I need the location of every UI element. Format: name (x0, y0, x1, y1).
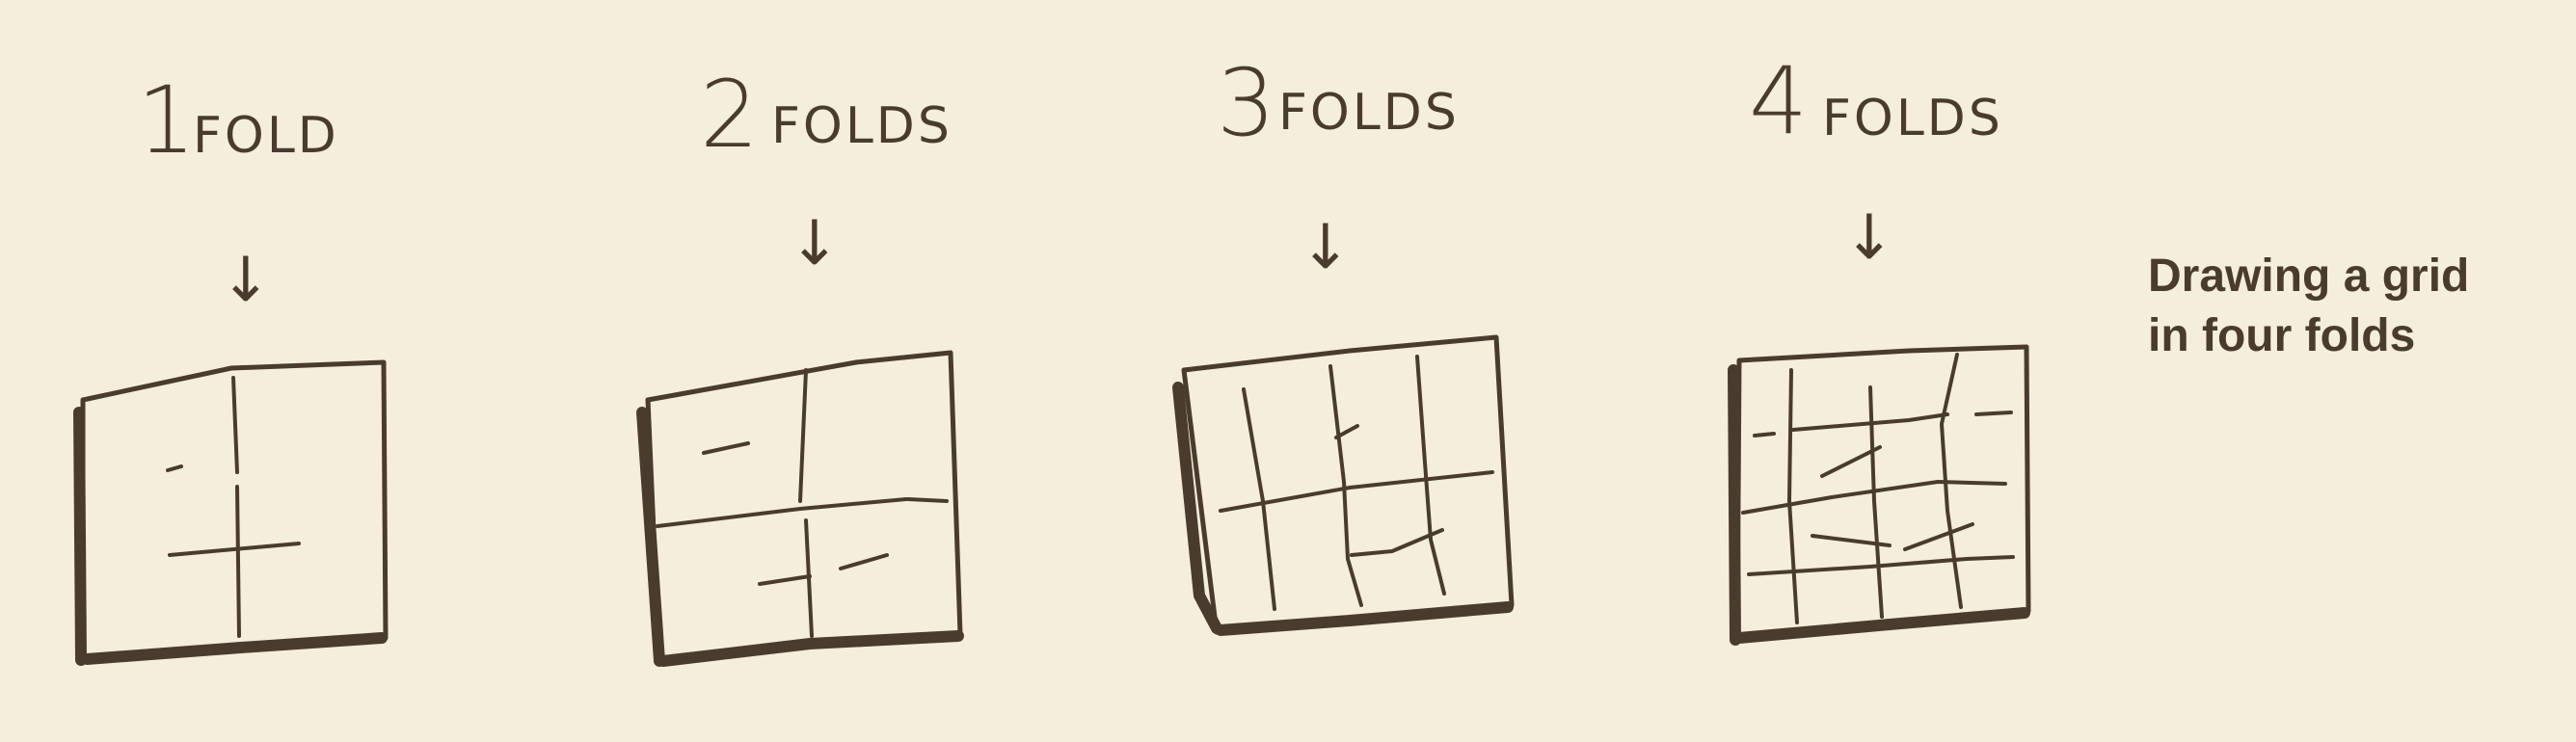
step-1-number: 1 (137, 66, 196, 174)
step-2-number: 2 (700, 61, 759, 169)
step-1-sheet-shadow-left (73, 407, 87, 666)
step-3: 3 FOLDS ↓ (1172, 49, 1515, 636)
step-4-fold-v2 (1868, 385, 1884, 619)
step-4-sheet (1728, 344, 2031, 646)
step-4-sheet-shadow-bottom (1733, 607, 2030, 644)
step-2-fold-horizontal (656, 497, 949, 528)
step-1-fold-horizontal (168, 542, 301, 557)
step-3-mark-2 (1350, 528, 1444, 557)
caption-line-2: in four folds (2148, 310, 2416, 361)
step-1-mark (166, 464, 183, 472)
step-1-fold-vertical (231, 376, 241, 638)
step-2-sheet-shadow-bottom (657, 630, 964, 667)
step-2-label: FOLDS (771, 97, 953, 155)
step-3-fold-v2 (1328, 364, 1363, 607)
step-4-label: FOLDS (1822, 90, 2003, 147)
step-4-fold-h1 (1753, 411, 2013, 437)
step-2-fold-vertical (798, 368, 814, 638)
step-2: 2 FOLDS ↓ (636, 61, 964, 667)
step-4-fold-v1 (1787, 368, 1799, 624)
step-3-fold-v1 (1242, 387, 1276, 611)
step-1-sheet (73, 359, 389, 666)
step-4-arrow-icon: ↓ (1843, 202, 1895, 274)
step-3-number: 3 (1217, 49, 1275, 157)
step-4-fold-h3 (1747, 555, 2015, 576)
step-3-sheet-shadow-left (1172, 382, 1222, 634)
step-3-sheet-outline (1181, 334, 1515, 635)
step-3-fold-v3 (1415, 355, 1446, 596)
step-4-mark-2 (1811, 522, 1974, 551)
step-4-fold-h2 (1741, 480, 2007, 515)
step-2-mark-1 (702, 441, 750, 455)
step-3-sheet (1172, 334, 1515, 636)
step-3-arrow-icon: ↓ (1300, 212, 1352, 283)
step-3-label: FOLDS (1278, 84, 1460, 142)
step-2-mark-2 (758, 553, 889, 586)
caption-line-1: Drawing a grid (2148, 251, 2470, 302)
step-4-sheet-shadow-left (1728, 364, 1741, 646)
step-1-arrow-icon: ↓ (220, 245, 272, 316)
diagram-caption: Drawing a grid in four folds (2148, 247, 2553, 366)
step-2-sheet (636, 350, 964, 667)
step-1: 1 FOLD ↓ (73, 66, 389, 666)
step-1-label: FOLD (193, 107, 339, 165)
step-3-mark-1 (1334, 424, 1359, 439)
step-3-fold-horizontal (1219, 470, 1494, 513)
step-4-number: 4 (1749, 47, 1808, 155)
step-4-sheet-outline (1734, 344, 2031, 643)
step-2-sheet-shadow-left (636, 407, 665, 667)
step-1-sheet-shadow-bottom (81, 632, 388, 665)
step-2-arrow-icon: ↓ (789, 208, 841, 279)
step-4: 4 FOLDS ↓ (1728, 47, 2031, 646)
step-3-sheet-shadow-bottom (1215, 601, 1514, 636)
step-4-mark-1 (1820, 445, 1882, 478)
